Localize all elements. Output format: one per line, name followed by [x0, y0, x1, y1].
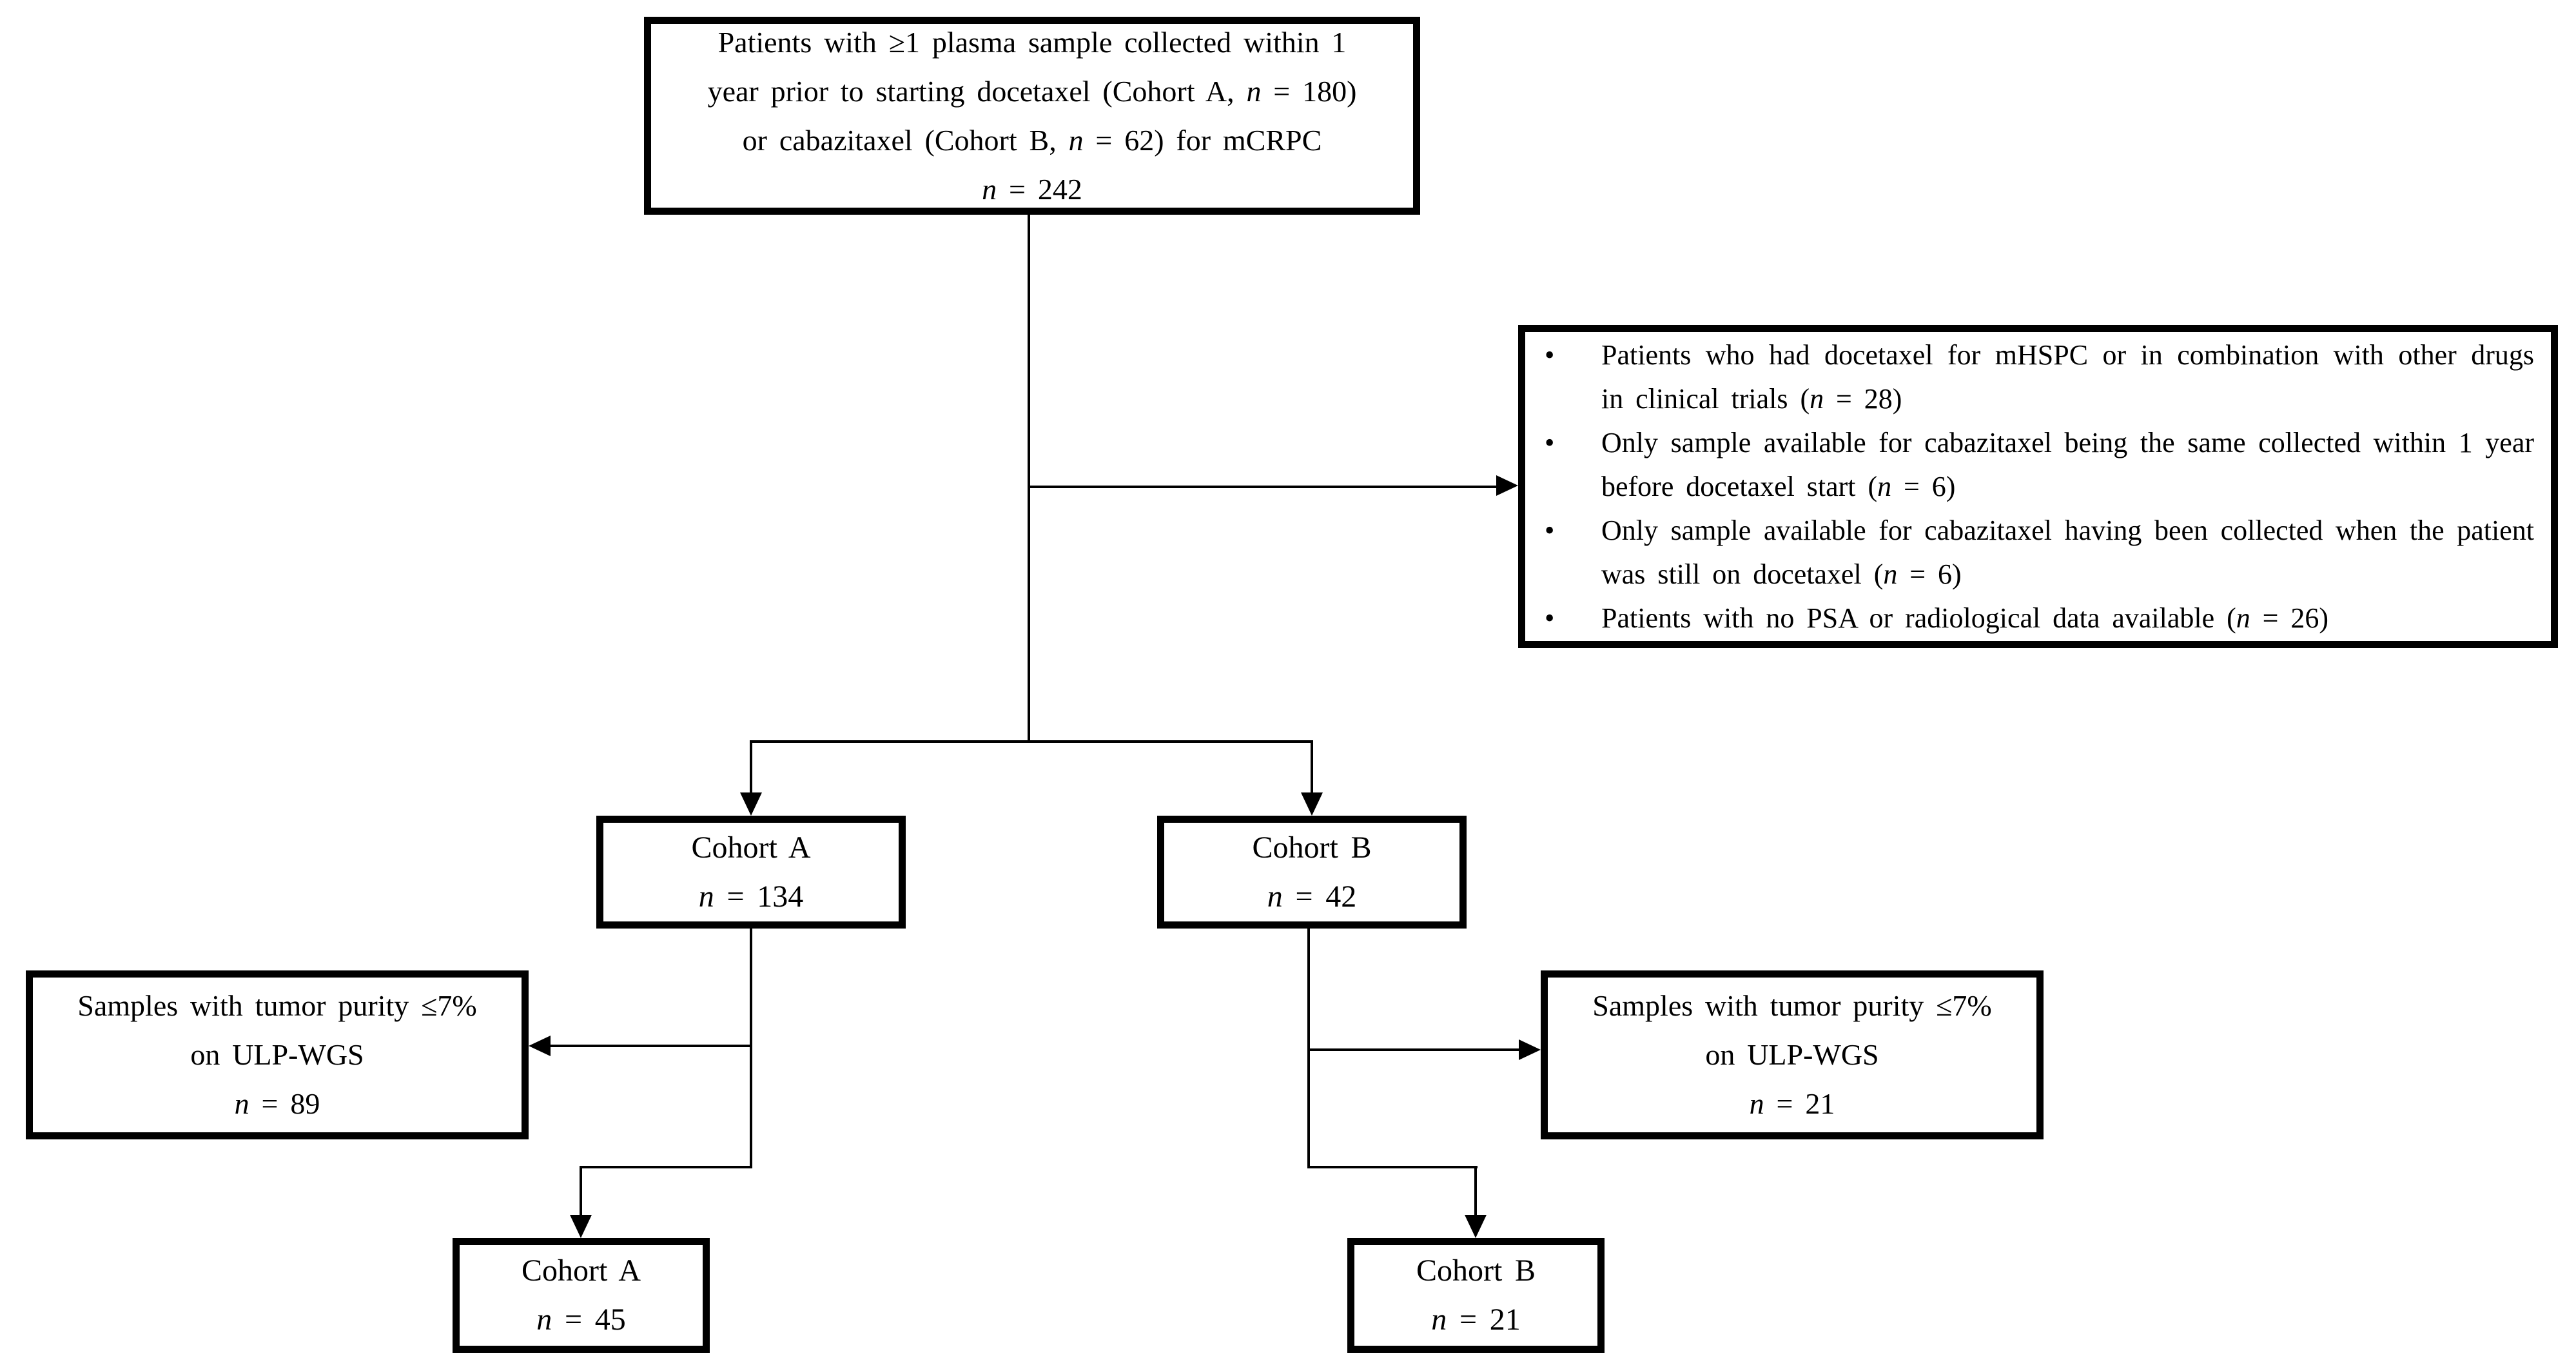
- enrollment-line-2: year prior to starting docetaxel (Cohort…: [707, 74, 1357, 108]
- final-b-box: Cohort B n = 21: [1347, 1238, 1605, 1353]
- cohort-a-title: Cohort A: [691, 830, 811, 865]
- enrollment-count: n = 242: [982, 172, 1082, 206]
- exclusion-item-1: Patients who had docetaxel for mHSPC or …: [1525, 333, 2534, 421]
- exclusion-item-3: Only sample available for cabazitaxel ha…: [1525, 509, 2534, 596]
- connector-cohort-a-down: [750, 929, 752, 1168]
- purity-b-line-1: Samples with tumor purity ≤7%: [1592, 989, 1992, 1022]
- purity-b-box: Samples with tumor purity ≤7% on ULP-WGS…: [1541, 970, 2044, 1139]
- connector-final-a-elbow: [580, 1166, 752, 1168]
- final-a-box: Cohort A n = 45: [453, 1238, 710, 1353]
- final-a-title: Cohort A: [521, 1254, 641, 1288]
- connector-final-b-drop: [1474, 1166, 1477, 1215]
- final-b-arrowhead: [1465, 1215, 1487, 1238]
- connector-final-a-drop: [580, 1166, 582, 1215]
- cohort-b-arrowhead: [1301, 792, 1323, 816]
- exclusion-item-4: Patients with no PSA or radiological dat…: [1525, 596, 2534, 640]
- purity-a-arrowhead: [529, 1036, 551, 1056]
- purity-b-line-2: on ULP-WGS: [1705, 1038, 1879, 1071]
- cohort-b-title: Cohort B: [1252, 830, 1372, 865]
- enrollment-box: Patients with ≥1 plasma sample collected…: [644, 17, 1420, 215]
- purity-a-count: n = 89: [234, 1087, 320, 1120]
- connector-purity-b-branch: [1309, 1048, 1519, 1051]
- final-a-arrowhead: [570, 1215, 592, 1238]
- final-b-count: n = 21: [1431, 1303, 1521, 1337]
- final-b-title: Cohort B: [1416, 1254, 1536, 1288]
- exclusion-item-2: Only sample available for cabazitaxel be…: [1525, 421, 2534, 509]
- connector-cohort-split: [750, 740, 1313, 743]
- exclusion-arrowhead: [1496, 475, 1518, 496]
- enrollment-line-1: Patients with ≥1 plasma sample collected…: [717, 25, 1347, 59]
- cohort-a-count: n = 134: [698, 879, 804, 914]
- purity-a-line-2: on ULP-WGS: [190, 1038, 364, 1071]
- exclusion-box: Patients who had docetaxel for mHSPC or …: [1518, 325, 2558, 648]
- connector-cohort-b-drop: [1311, 740, 1313, 792]
- purity-b-count: n = 21: [1749, 1087, 1835, 1120]
- connector-enrollment-vertical: [1028, 215, 1030, 743]
- final-a-count: n = 45: [536, 1303, 626, 1337]
- cohort-a-arrowhead: [740, 792, 762, 816]
- purity-a-box: Samples with tumor purity ≤7% on ULP-WGS…: [26, 970, 529, 1139]
- purity-b-arrowhead: [1519, 1039, 1541, 1060]
- connector-final-b-elbow: [1307, 1166, 1478, 1168]
- cohort-b-box: Cohort B n = 42: [1157, 816, 1467, 929]
- connector-exclusion-branch: [1029, 486, 1496, 488]
- exclusion-list: Patients who had docetaxel for mHSPC or …: [1525, 333, 2551, 640]
- purity-a-line-1: Samples with tumor purity ≤7%: [77, 989, 477, 1022]
- connector-purity-a-branch: [551, 1045, 751, 1047]
- connector-cohort-a-drop: [750, 740, 752, 792]
- cohort-a-box: Cohort A n = 134: [596, 816, 906, 929]
- cohort-b-count: n = 42: [1267, 879, 1357, 914]
- enrollment-line-3: or cabazitaxel (Cohort B, n = 62) for mC…: [742, 123, 1322, 157]
